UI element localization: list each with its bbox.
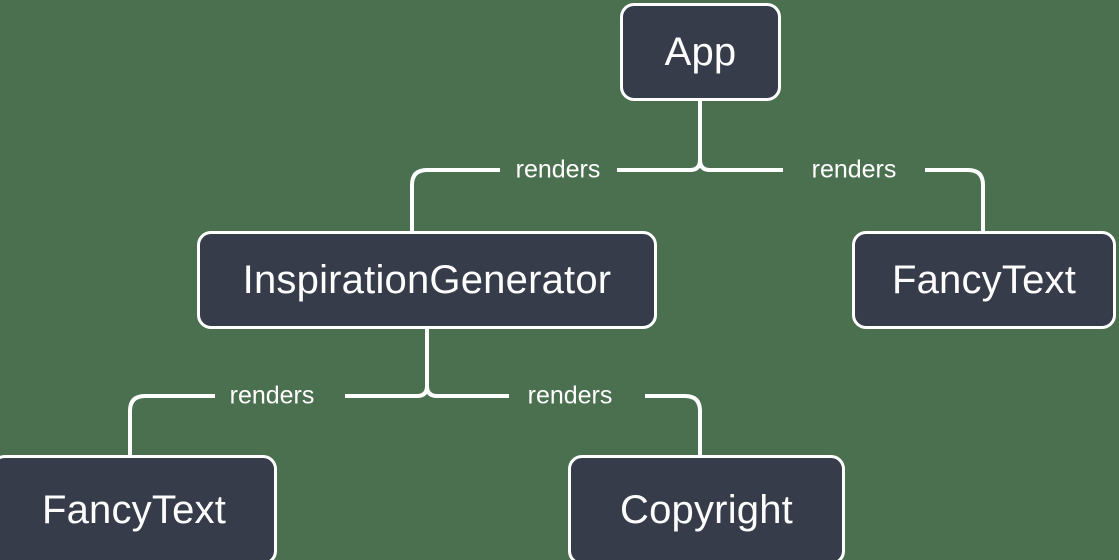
edge-app-to-fancytext-right-run — [925, 168, 985, 231]
edge-inspgen-to-copyright-run — [645, 394, 702, 455]
node-fancytext-right-label: FancyText — [891, 257, 1077, 302]
node-fancytext-right[interactable]: FancyText — [852, 231, 1116, 329]
node-app[interactable]: App — [620, 3, 781, 101]
edge-inspgen-split-left — [345, 385, 429, 398]
edge-app-split-left — [617, 159, 702, 172]
edge-inspgen-to-fancytext-left-run — [128, 394, 215, 455]
edge-label-inspiration-generator-to-copyright: renders — [527, 381, 613, 410]
node-inspiration-generator-label: InspirationGenerator — [242, 257, 612, 302]
edge-label-inspiration-generator-to-fancytext-left: renders — [229, 381, 315, 410]
node-copyright[interactable]: Copyright — [568, 455, 845, 560]
edge-label-app-to-inspiration-generator: renders — [515, 155, 601, 184]
node-fancytext-left[interactable]: FancyText — [0, 455, 277, 560]
node-inspiration-generator[interactable]: InspirationGenerator — [197, 231, 657, 329]
edge-app-to-inspgen-left-run — [410, 168, 500, 231]
node-app-label: App — [664, 29, 737, 74]
edge-label-app-to-fancytext-right: renders — [811, 155, 897, 184]
edge-inspgen-split-right — [425, 385, 509, 398]
node-fancytext-left-label: FancyText — [41, 487, 227, 532]
edge-app-split-right — [698, 159, 783, 172]
node-copyright-label: Copyright — [620, 487, 793, 532]
